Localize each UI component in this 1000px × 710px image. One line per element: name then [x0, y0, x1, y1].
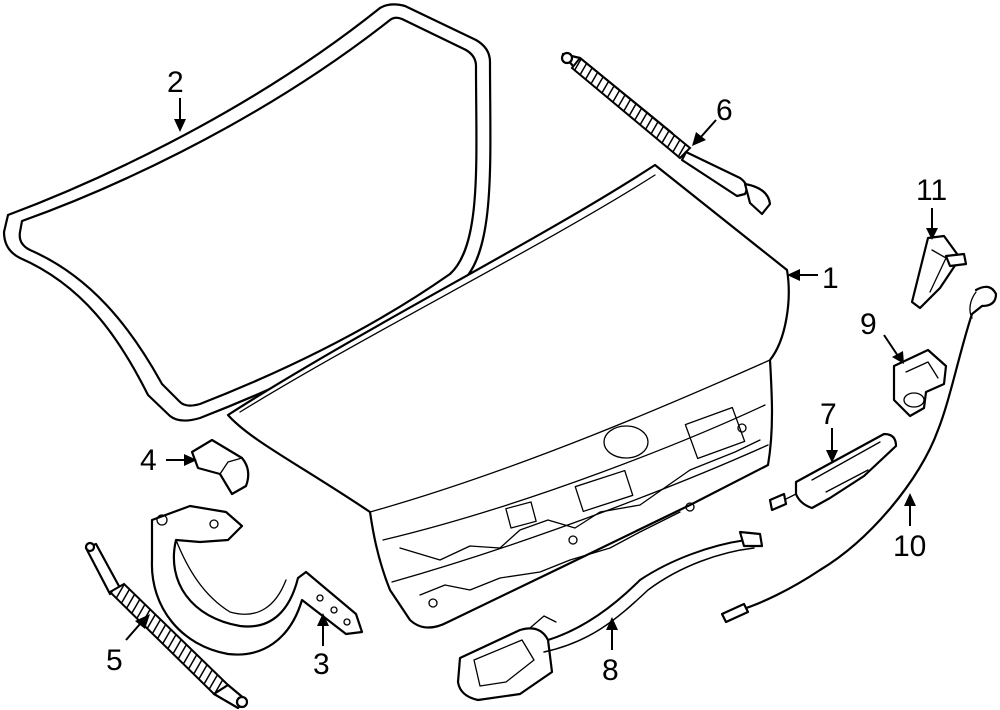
- bracket: [190, 438, 250, 496]
- callout-10: 10: [893, 530, 926, 563]
- callout-4: 4: [140, 444, 157, 477]
- callout-5: 5: [106, 644, 123, 677]
- hinge: [150, 504, 364, 656]
- handle-cover: [910, 234, 968, 310]
- upper-gas-strut: [560, 51, 772, 216]
- callout-2: 2: [167, 66, 184, 99]
- callout-6: 6: [716, 94, 733, 127]
- leader-9: [883, 334, 899, 357]
- callout-9: 9: [860, 308, 877, 341]
- latch-actuator: [768, 432, 898, 512]
- striker: [892, 348, 948, 418]
- callout-7: 7: [820, 398, 837, 431]
- callout-8: 8: [602, 654, 619, 687]
- leader-5: [125, 623, 141, 641]
- callout-3: 3: [313, 648, 330, 681]
- callout-1: 1: [822, 262, 839, 295]
- callout-11: 11: [916, 174, 947, 207]
- lower-gas-strut: [84, 541, 249, 710]
- weatherstrip-seal: [2, 3, 492, 422]
- callout-labels: 2 1 6 11 9 7 10 8 3 4 5: [106, 66, 947, 687]
- lock-assembly: [456, 530, 764, 702]
- release-cable: [720, 285, 998, 624]
- leader-6: [699, 119, 717, 139]
- leader-lines: [125, 98, 938, 650]
- trunk-lid: [226, 163, 790, 629]
